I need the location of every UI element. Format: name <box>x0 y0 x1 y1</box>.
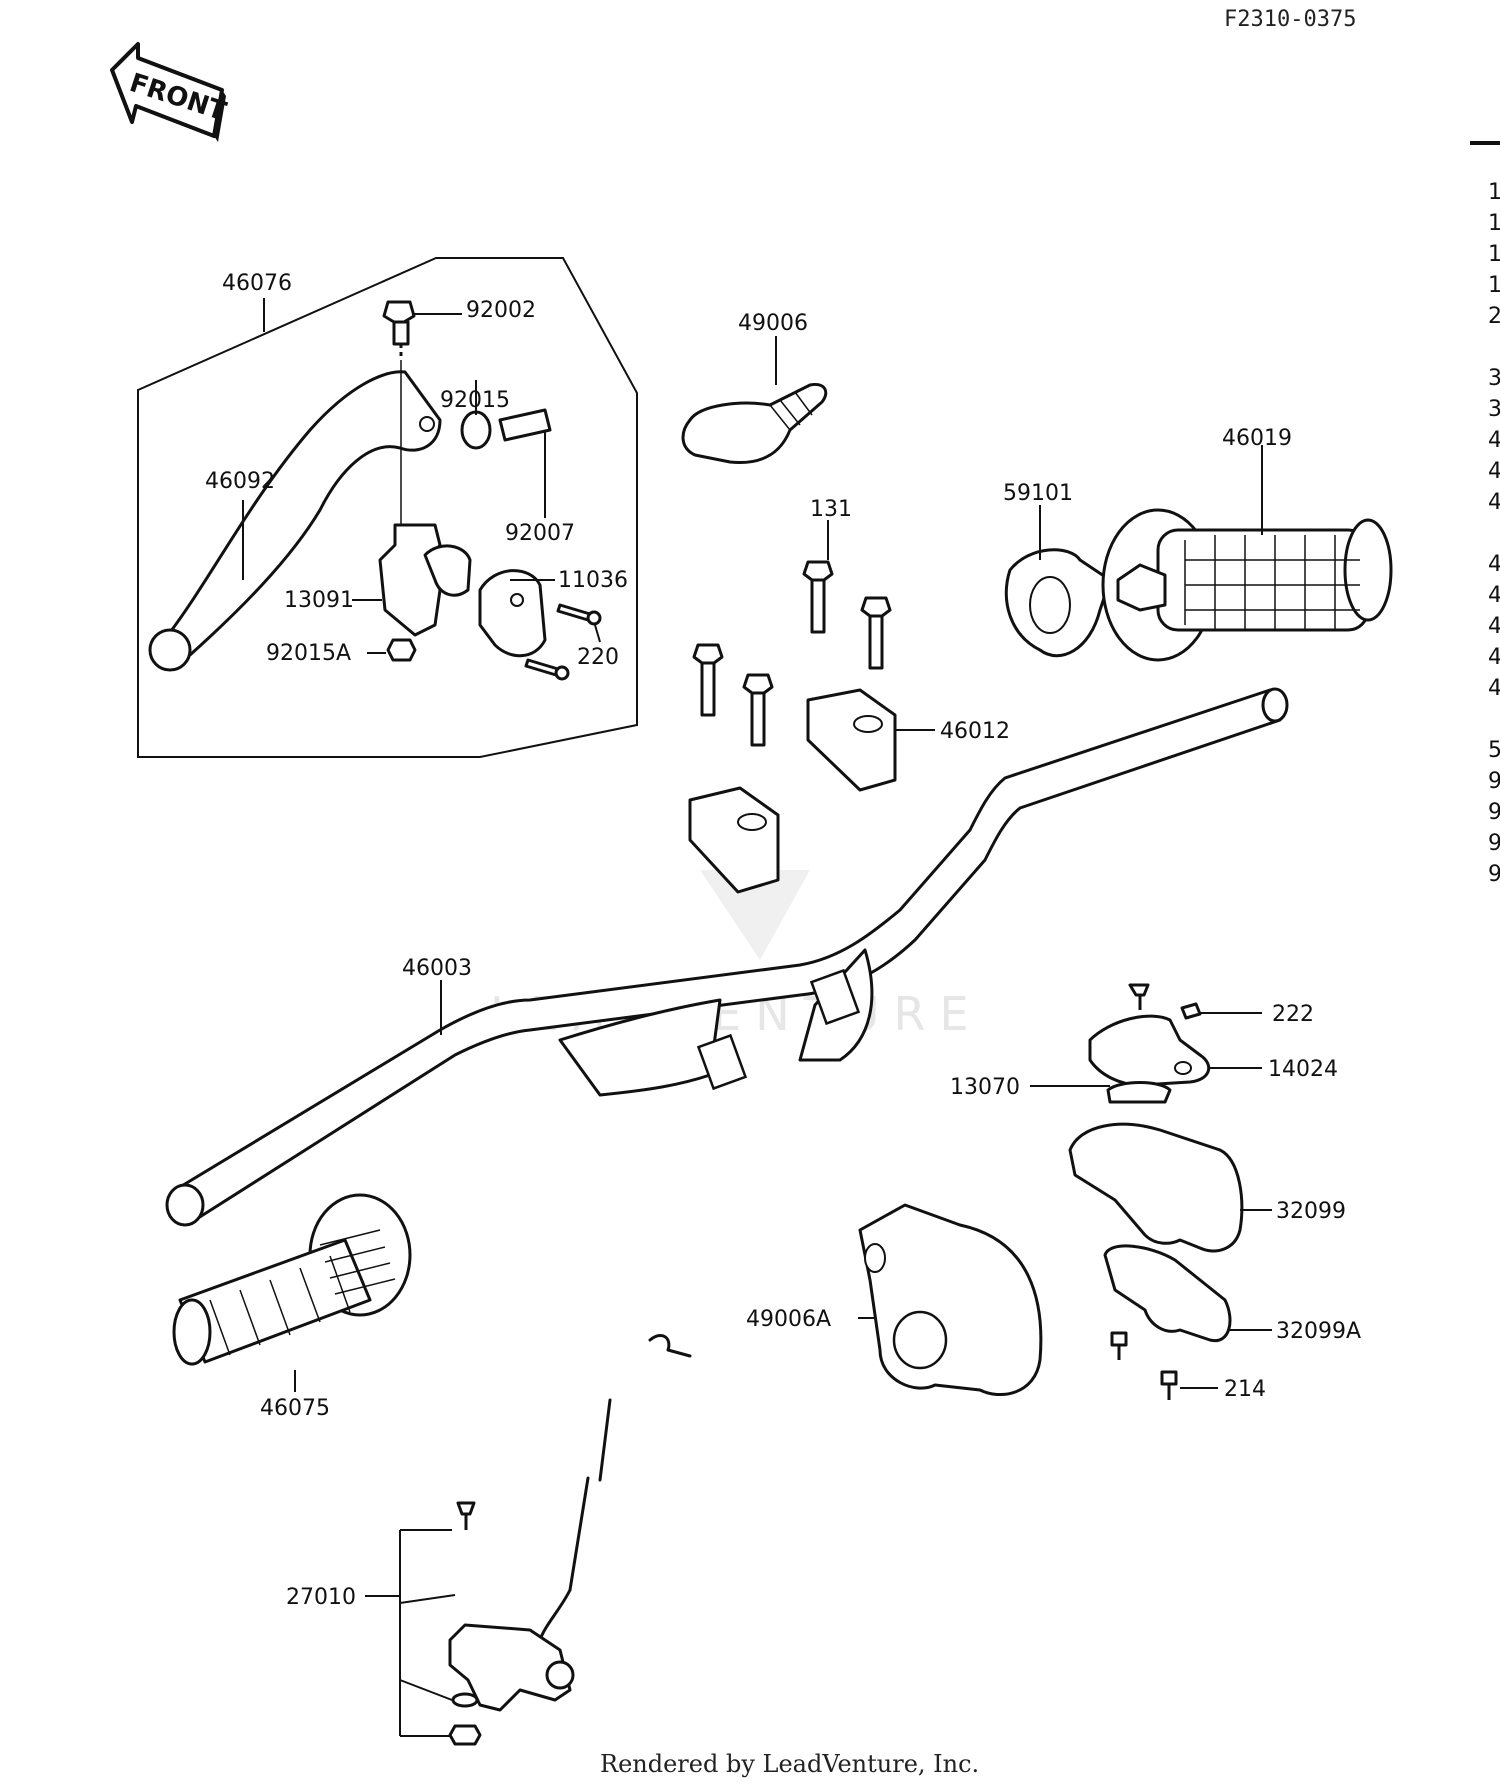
side-list-item: 1 <box>1488 242 1500 267</box>
label-49006: 49006 <box>738 311 808 336</box>
label-46019: 46019 <box>1222 426 1292 451</box>
side-list-item: 3 <box>1488 397 1500 422</box>
left-grip-46075 <box>172 1193 412 1366</box>
label-46076: 46076 <box>222 271 292 296</box>
side-list-item: 9 <box>1488 862 1500 887</box>
throttle-grip-46019 <box>1101 508 1393 662</box>
label-11036: 11036 <box>558 568 628 593</box>
label-13070: 13070 <box>950 1075 1020 1100</box>
label-14024: 14024 <box>1268 1057 1338 1082</box>
screw-220-upper <box>556 603 592 622</box>
label-92015A: 92015A <box>266 641 351 666</box>
switch-cover-49006A <box>858 1203 1043 1397</box>
label-220: 220 <box>577 645 619 670</box>
label-32099: 32099 <box>1276 1199 1346 1224</box>
reference-code: F2310-0375 <box>1224 7 1356 32</box>
part-labels: 46076 92002 92015 46092 92007 11036 1309… <box>205 271 1361 1610</box>
nut-92015A <box>386 638 417 662</box>
handlebar-clamp-46012 <box>688 688 897 894</box>
lever-46092 <box>148 370 442 672</box>
holder-half <box>423 544 472 597</box>
screw-220-lower <box>524 658 560 677</box>
label-222: 222 <box>1272 1002 1314 1027</box>
bolts-131 <box>692 560 892 747</box>
label-46012: 46012 <box>940 719 1010 744</box>
label-92007: 92007 <box>505 521 575 546</box>
side-list-item: 4 <box>1488 490 1500 515</box>
throttle-housing-parts <box>1068 983 1244 1400</box>
label-92015: 92015 <box>440 388 510 413</box>
cover-49006 <box>681 382 828 465</box>
holder-13091 <box>378 523 442 637</box>
label-92002: 92002 <box>466 298 536 323</box>
label-46075: 46075 <box>260 1396 330 1421</box>
clamp-11036 <box>478 569 547 658</box>
adjuster-screw-92007 <box>498 408 552 442</box>
side-list-item: 4 <box>1488 614 1500 639</box>
housing-32099 <box>1068 1122 1244 1253</box>
side-list-item: 4 <box>1488 459 1500 484</box>
side-list-item: 9 <box>1488 800 1500 825</box>
side-list-item: 4 <box>1488 428 1500 453</box>
label-46003: 46003 <box>402 956 472 981</box>
label-46092: 46092 <box>205 469 275 494</box>
front-arrow-icon: FRONT <box>110 42 230 142</box>
bolt-92002 <box>382 300 416 560</box>
side-list-item: 9 <box>1488 831 1500 856</box>
side-list-item: 3 <box>1488 366 1500 391</box>
label-27010: 27010 <box>286 1585 356 1610</box>
side-list-item: 4 <box>1488 583 1500 608</box>
assembly-outline-46076 <box>137 257 638 758</box>
housing-32099A <box>1103 1244 1232 1343</box>
side-list: 1 1 1 1 2 3 3 4 4 4 4 4 4 4 4 5 9 9 9 9 <box>1488 180 1500 887</box>
throttle-pulley-59101 <box>1004 548 1112 658</box>
cover-14024 <box>1088 1014 1211 1087</box>
label-131: 131 <box>810 497 852 522</box>
side-list-item: 4 <box>1488 552 1500 577</box>
label-59101: 59101 <box>1003 481 1073 506</box>
label-32099A: 32099A <box>1276 1319 1361 1344</box>
handlebar-46003 <box>165 687 1289 1227</box>
footer-credit: Rendered by LeadVenture, Inc. <box>600 1750 979 1778</box>
kill-switch-27010 <box>399 1334 692 1746</box>
plate-13070 <box>1106 1081 1172 1104</box>
side-list-item: 9 <box>1488 769 1500 794</box>
side-list-item: 2 <box>1488 304 1500 329</box>
side-list-item: 1 <box>1488 180 1500 205</box>
side-list-item: 1 <box>1488 211 1500 236</box>
side-list-item: 4 <box>1488 676 1500 701</box>
label-214: 214 <box>1224 1377 1266 1402</box>
adjuster-nut-92015 <box>460 410 492 450</box>
side-list-item: 5 <box>1488 738 1500 763</box>
label-13091: 13091 <box>284 588 354 613</box>
label-49006A: 49006A <box>746 1307 831 1332</box>
leader-lines <box>242 298 1272 1597</box>
side-list-item: 4 <box>1488 645 1500 670</box>
side-list-item: 1 <box>1488 273 1500 298</box>
watermark-logo-icon <box>700 870 810 960</box>
